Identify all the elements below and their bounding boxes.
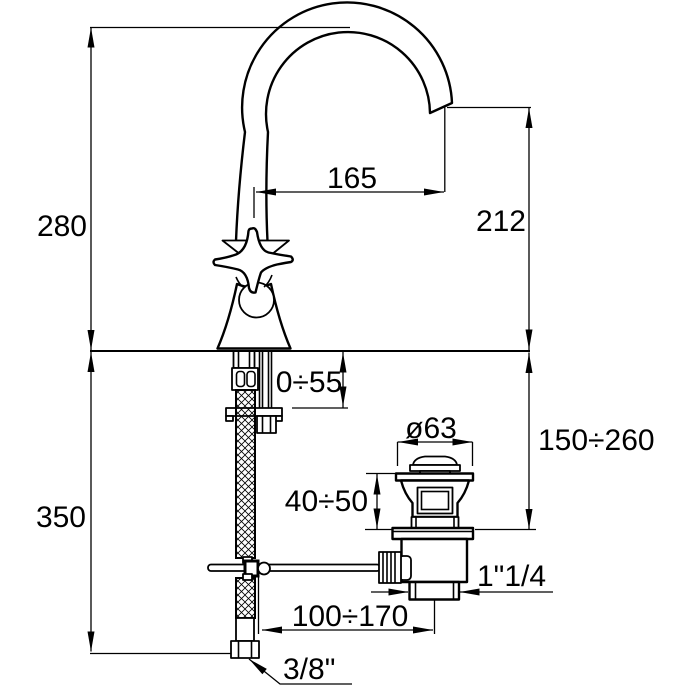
waste-lower-body [400,537,469,584]
waste-tailpiece-lines [414,582,455,600]
waste-step-lines [415,517,455,528]
under-deck-assembly [207,350,381,659]
dimension-labels: 280 350 165 212 0÷55 ø63 150÷260 40÷50 1… [36,162,655,686]
hose-end-fitting [235,617,255,642]
label-deck-thickness-range: 0÷55 [276,366,343,399]
ext-lines-63 [396,442,474,466]
star-handle-inner-lines [235,274,273,288]
label-waste-depth-range: 150÷260 [538,424,655,457]
hose-nut-slot-left [235,370,246,388]
waste-step-band [410,516,460,529]
mounting-flange-leg-left [225,415,234,422]
label-waste-thread: 1"1/4 [477,560,546,593]
waste-tailpiece [408,580,461,601]
label-supply-thread: 3/8" [283,653,335,686]
label-height-above-deck: 280 [37,210,87,243]
shank-fitting [232,350,256,369]
rod-knob-knurls [382,552,396,583]
waste-window-inner [420,490,450,511]
label-depth-below-deck: 350 [36,501,86,534]
mounting-nut [256,415,277,434]
faucet-assembly [212,1,454,350]
label-rod-horizontal-range: 100÷170 [292,600,409,633]
dimension-lines [87,26,553,685]
rod-ball-joint [257,561,271,576]
rod-connector-stem-bottom [242,573,253,581]
flex-hose-lower [235,577,256,619]
mounting-studs [258,351,273,416]
mounting-nut-facets [261,416,272,433]
waste-sink-flange [391,526,475,541]
supply-nut-facets [237,641,253,658]
label-spout-outlet-height: 212 [476,205,526,238]
popup-rod [207,563,381,572]
supply-nut [230,640,260,659]
label-waste-body-height: 40÷50 [285,485,368,518]
flex-hose-upper [235,389,256,559]
label-waste-cap-diameter: ø63 [405,412,457,445]
hose-nut-slot-right [246,370,256,388]
waste-cap-dome [412,455,458,466]
popup-waste-assembly [378,455,475,601]
label-spout-reach: 165 [327,162,377,195]
spout-gooseneck [234,1,454,243]
star-handle [212,226,294,294]
shank-fitting-lines [237,351,251,368]
